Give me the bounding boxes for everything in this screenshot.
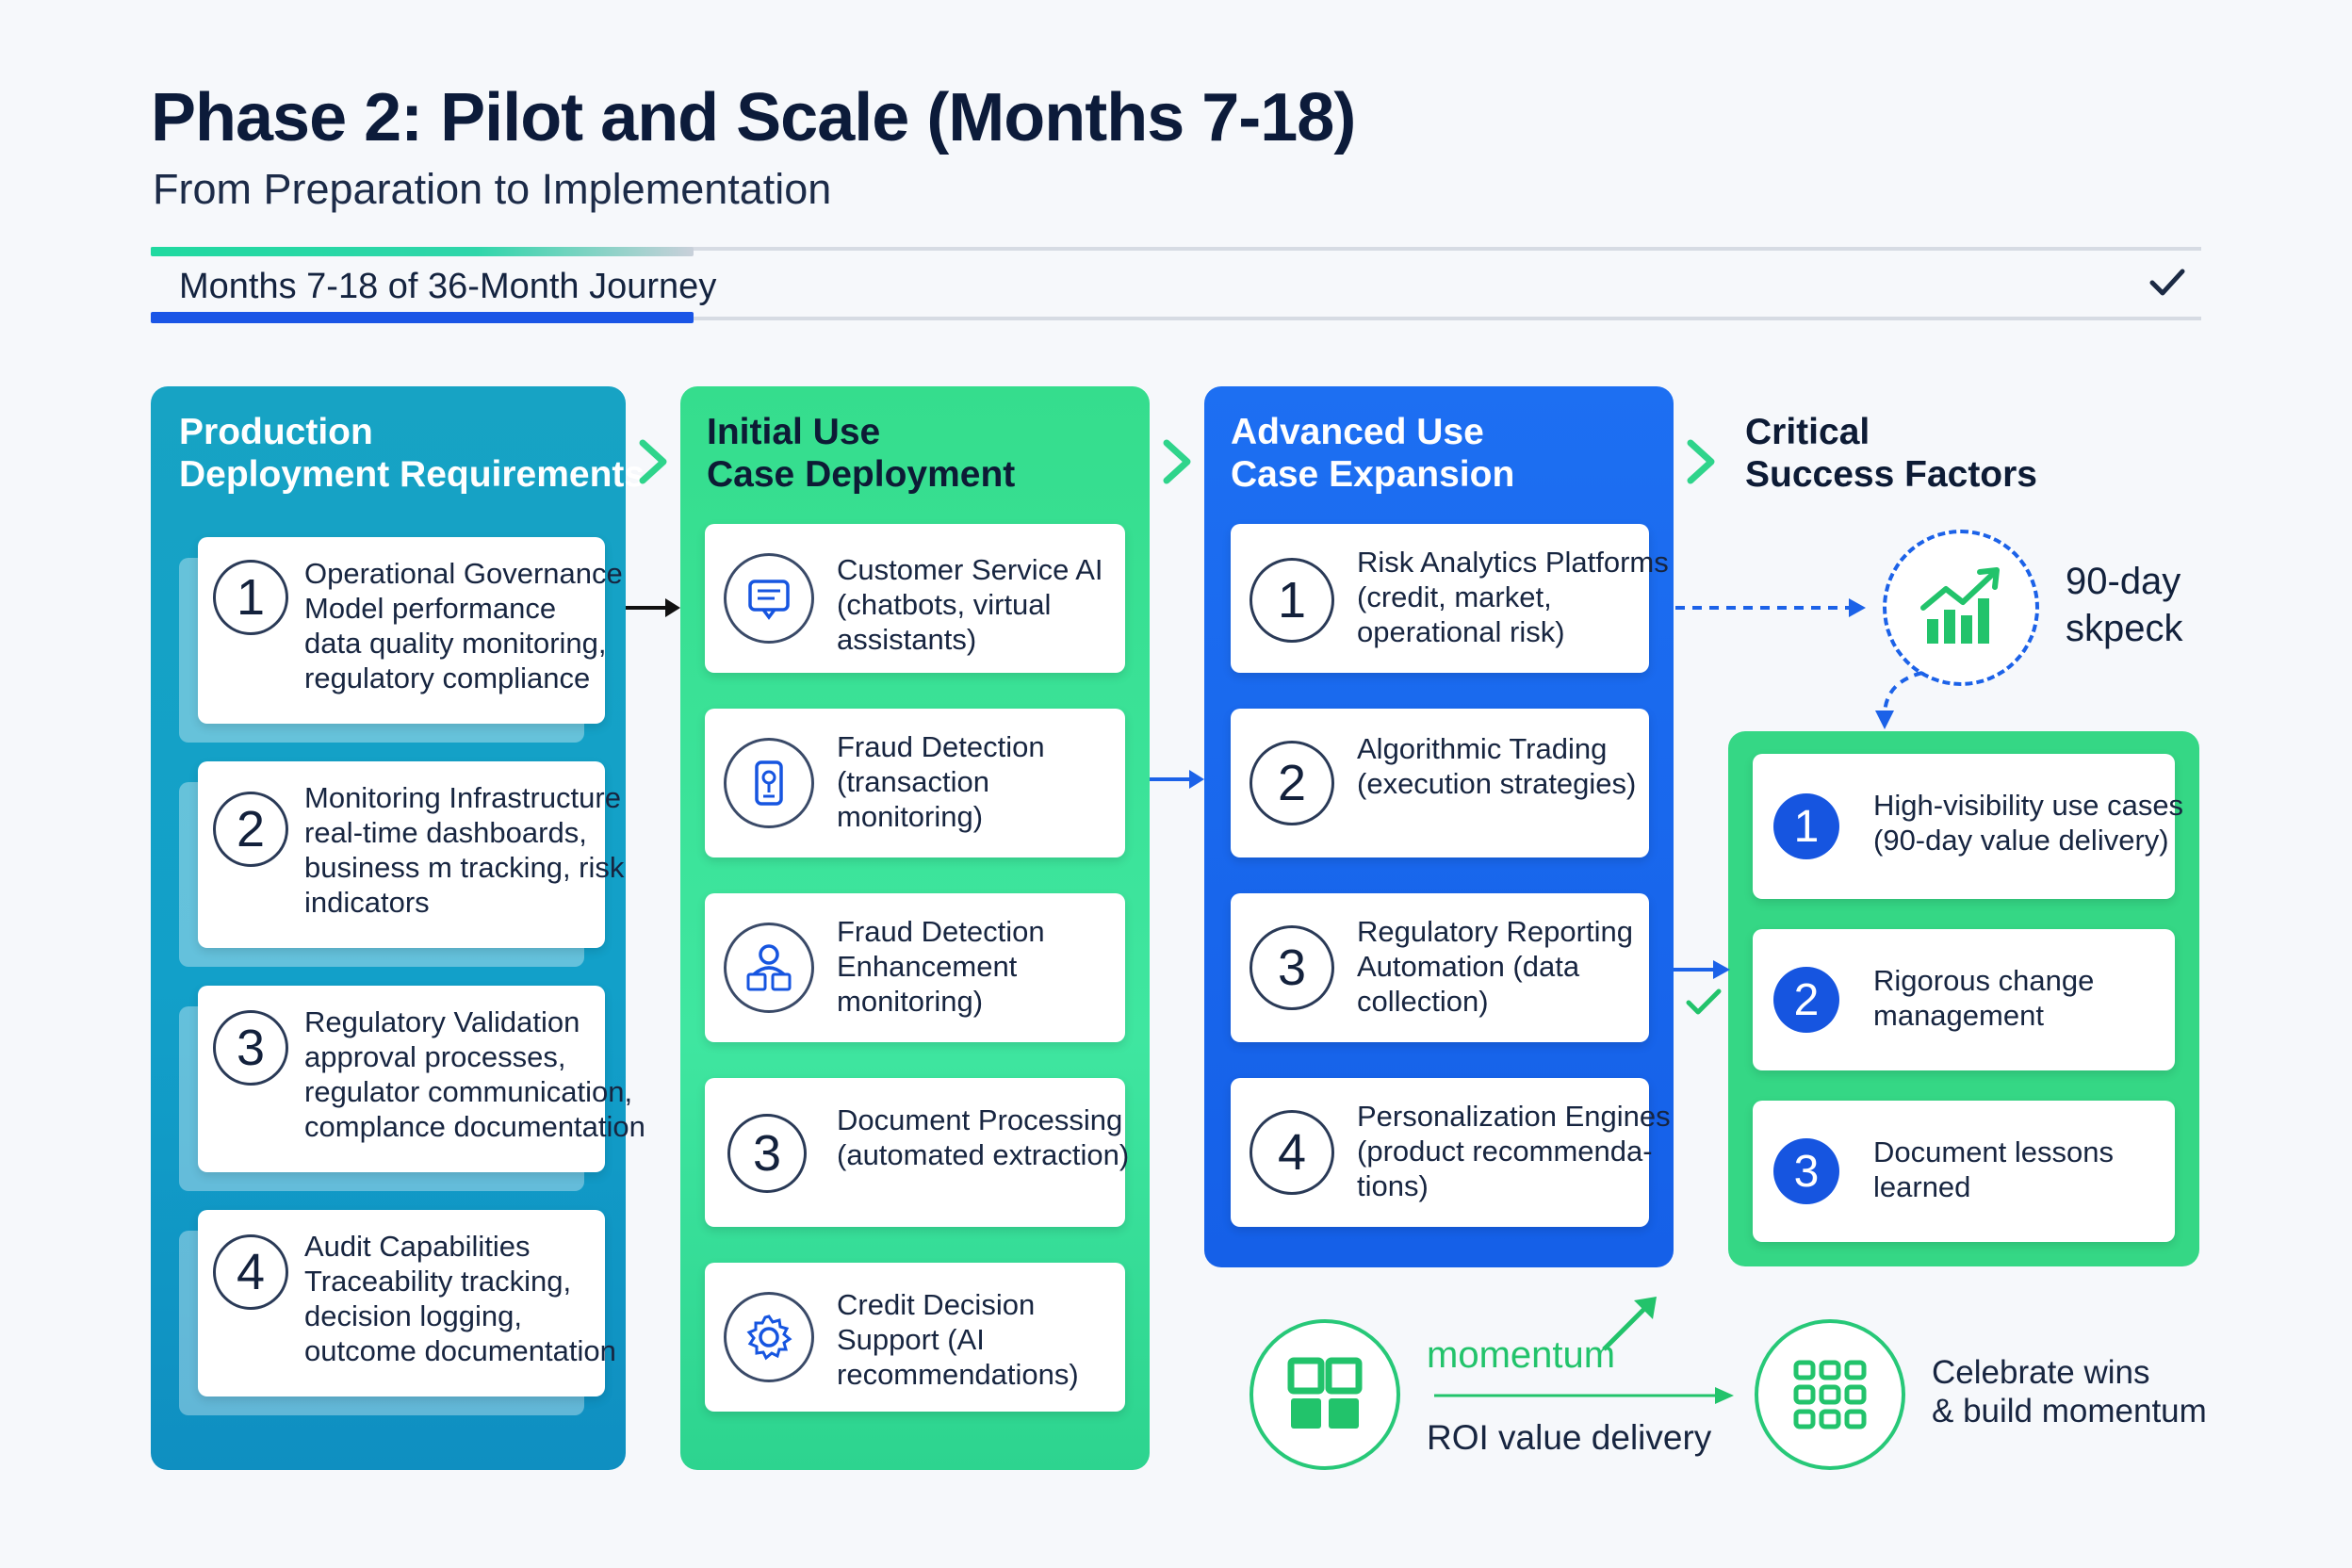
use-case-card[interactable]: Fraud Detection Enhancement monitoring) bbox=[705, 893, 1125, 1042]
progress-label: Months 7-18 of 36-Month Journey bbox=[179, 267, 717, 306]
arrow-right-icon bbox=[1674, 960, 1730, 979]
requirement-card[interactable]: 4 Audit Capabilities Traceability tracki… bbox=[198, 1210, 616, 1396]
success-factor-card[interactable]: 1 High-visibility use cases (90-day valu… bbox=[1753, 754, 2183, 899]
progress-bar bbox=[151, 312, 694, 323]
use-case-card[interactable]: 2 Algorithmic Trading (execution strateg… bbox=[1231, 709, 1649, 858]
card-text: Risk Analytics Platforms (credit, market… bbox=[1357, 546, 1669, 648]
celebrate-label: Celebrate wins & build momentum bbox=[1932, 1354, 2207, 1429]
badge-text: 90-day skpeck bbox=[2066, 561, 2183, 649]
dashboard-grid-icon bbox=[1250, 1319, 1400, 1470]
use-case-card[interactable]: Credit Decision Support (AI recommendati… bbox=[705, 1263, 1125, 1412]
use-case-card[interactable]: 1 Risk Analytics Platforms (credit, mark… bbox=[1231, 524, 1669, 673]
phone-security-icon bbox=[724, 738, 814, 828]
card-text: Regulatory Validation approval processes… bbox=[304, 1005, 645, 1143]
success-factor-card[interactable]: 2 Rigorous change management bbox=[1753, 929, 2175, 1070]
checkmark-icon bbox=[1686, 988, 1722, 1015]
step-number: 1 bbox=[1250, 558, 1334, 643]
step-number: 3 bbox=[727, 1114, 807, 1193]
card-text: Document lessons learned bbox=[1873, 1135, 2115, 1203]
card-text: Audit Capabilities Traceability tracking… bbox=[304, 1230, 616, 1367]
progress-track-bottom bbox=[151, 317, 2201, 320]
momentum-label: momentum bbox=[1427, 1334, 1616, 1376]
use-case-card[interactable]: Fraud Detection (transaction monitoring) bbox=[705, 709, 1125, 858]
dashed-arrow-icon bbox=[1675, 598, 1866, 617]
step-number: 3 bbox=[1250, 925, 1334, 1010]
column-heading: Advanced Use Case Expansion bbox=[1231, 412, 1515, 495]
card-text: Personalization Engines (product recomme… bbox=[1357, 1100, 1671, 1202]
chevron-right-icon bbox=[1687, 439, 1715, 484]
requirement-card[interactable]: 1 Operational Governance Model performan… bbox=[198, 537, 623, 724]
card-text: Algorithmic Trading (execution strategie… bbox=[1357, 732, 1637, 800]
card-text: Fraud Detection (transaction monitoring) bbox=[837, 730, 1045, 833]
card-text: Regulatory Reporting Automation (data co… bbox=[1357, 915, 1633, 1018]
card-text: High-visibility use cases (90-day value … bbox=[1873, 789, 2184, 857]
success-factor-card[interactable]: 3 Document lessons learned bbox=[1753, 1101, 2175, 1242]
use-case-card[interactable]: Customer Service AI (chatbots, virtual a… bbox=[705, 524, 1125, 673]
chat-monitor-icon bbox=[724, 553, 814, 644]
step-number: 1 bbox=[1773, 793, 1839, 859]
step-number: 3 bbox=[1773, 1138, 1839, 1204]
step-number: 2 bbox=[1773, 967, 1839, 1033]
user-devices-icon bbox=[724, 923, 814, 1013]
card-text: Credit Decision Support (AI recommendati… bbox=[837, 1288, 1079, 1391]
progress-track-top bbox=[151, 247, 2201, 251]
step-number: 4 bbox=[213, 1234, 288, 1310]
card-text: Monitoring Infrastructure real-time dash… bbox=[304, 781, 625, 919]
requirement-card[interactable]: 3 Regulatory Validation approval process… bbox=[198, 986, 645, 1172]
curved-dashed-arrow-icon bbox=[1875, 671, 1923, 729]
arrow-right-icon bbox=[1150, 770, 1204, 789]
step-number: 4 bbox=[1250, 1110, 1334, 1195]
step-number: 2 bbox=[1250, 741, 1334, 825]
use-case-card[interactable]: 4 Personalization Engines (product recom… bbox=[1231, 1078, 1671, 1227]
step-number: 3 bbox=[213, 1010, 288, 1086]
column-heading: Initial Use Case Deployment bbox=[707, 412, 1016, 495]
arrow-right-icon bbox=[626, 598, 680, 617]
column-heading: Production Deployment Requirements bbox=[179, 412, 645, 495]
chevron-right-icon bbox=[639, 439, 667, 484]
progress-fill-top bbox=[151, 247, 694, 256]
use-case-card[interactable]: 3 Document Processing (automated extract… bbox=[705, 1078, 1129, 1227]
growth-chart-icon bbox=[1883, 530, 2039, 686]
chevron-right-icon bbox=[1163, 439, 1191, 484]
card-text: Fraud Detection Enhancement monitoring) bbox=[837, 915, 1045, 1018]
card-text: Document Processing (automated extractio… bbox=[837, 1103, 1130, 1171]
step-number: 1 bbox=[213, 560, 288, 635]
roi-label: ROI value delivery bbox=[1427, 1418, 1712, 1457]
page-subtitle: From Preparation to Implementation bbox=[153, 165, 832, 213]
card-text: Operational Governance Model performance… bbox=[304, 557, 623, 694]
card-text: Rigorous change management bbox=[1873, 964, 2095, 1032]
arrow-right-icon bbox=[1434, 1387, 1734, 1404]
card-text: Customer Service AI (chatbots, virtual a… bbox=[837, 553, 1103, 656]
use-case-card[interactable]: 3 Regulatory Reporting Automation (data … bbox=[1231, 893, 1649, 1042]
checkmark-icon bbox=[2149, 269, 2185, 296]
gear-icon bbox=[724, 1292, 814, 1382]
page-title: Phase 2: Pilot and Scale (Months 7-18) bbox=[151, 80, 1356, 155]
apps-grid-icon bbox=[1755, 1319, 1905, 1470]
trend-up-arrow-icon bbox=[1602, 1297, 1657, 1351]
step-number: 2 bbox=[213, 792, 288, 867]
requirement-card[interactable]: 2 Monitoring Infrastructure real-time da… bbox=[198, 761, 624, 948]
column-heading: Critical Success Factors bbox=[1745, 412, 2038, 495]
